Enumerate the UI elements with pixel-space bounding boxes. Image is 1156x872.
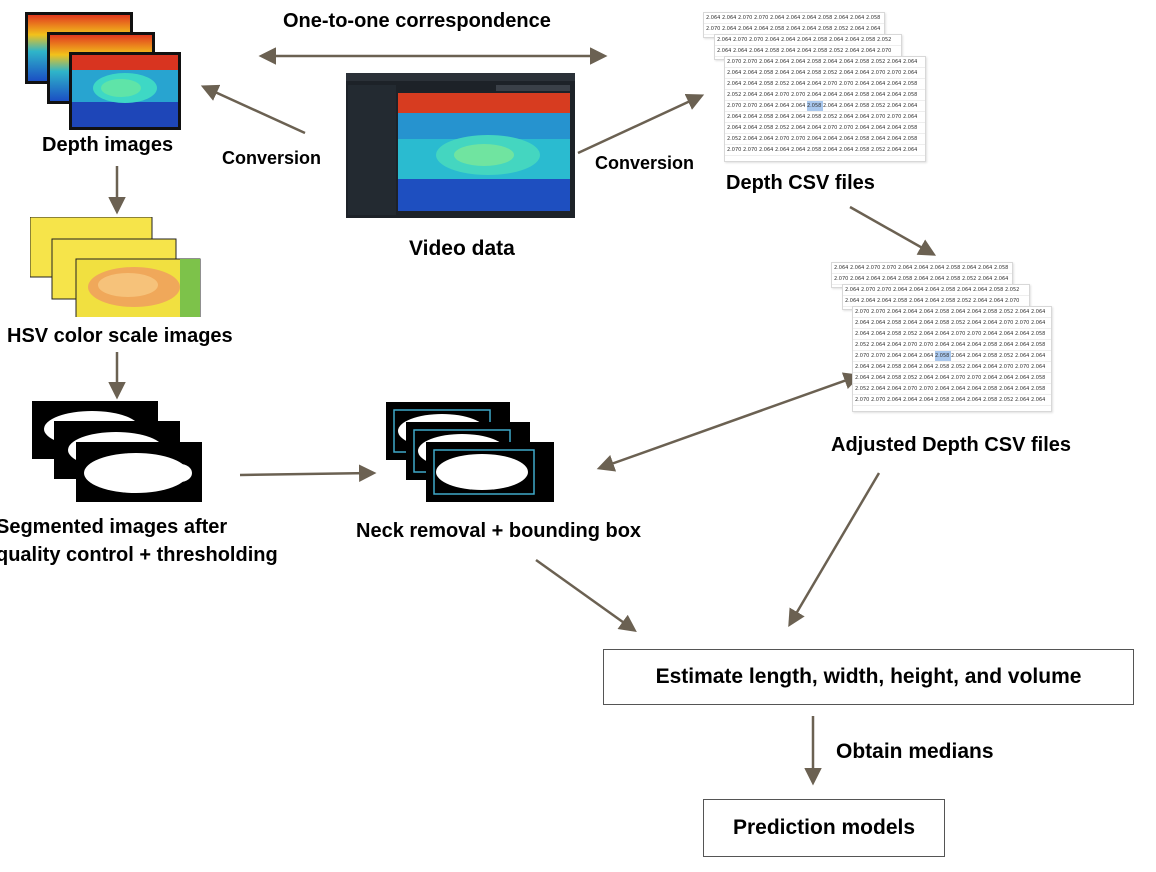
prediction-label: Prediction models [732, 816, 916, 839]
neck-to-estimate-arrow [535, 558, 637, 633]
adjusted-to-estimate-arrow [788, 472, 881, 628]
segmented-to-neck-arrow [239, 464, 377, 482]
hsv-label: HSV color scale images [7, 325, 233, 347]
depth-images-stack [25, 12, 181, 130]
correspondence-label: One-to-one correspondence [283, 10, 551, 32]
conversion-right-label: Conversion [595, 153, 695, 173]
prediction-models-box: Prediction models [703, 799, 945, 857]
bounding-box-images-stack [386, 402, 554, 502]
neck-removal-label: Neck removal + bounding box [356, 520, 642, 542]
segmented-label-line2: quality control + thresholding [0, 544, 278, 566]
video-data-label: Video data [409, 237, 515, 260]
conversion-left-arrow [200, 84, 306, 135]
estimate-box: Estimate length, width, height, and volu… [603, 649, 1134, 705]
conversion-right-arrow [577, 93, 705, 155]
segmented-label-line1: Segmented images after [0, 516, 228, 538]
depth-csv-label: Depth CSV files [726, 172, 875, 194]
estimate-label: Estimate length, width, height, and volu… [655, 665, 1082, 688]
hsv-images-stack [30, 217, 201, 317]
obtain-medians-label: Obtain medians [836, 740, 994, 763]
video-data-thumbnail [346, 73, 575, 218]
csv-to-adjusted-arrow [849, 205, 937, 256]
adjusted-csv-label: Adjusted Depth CSV files [831, 434, 1072, 456]
depth-images-label: Depth images [42, 134, 174, 156]
segmented-images-stack [32, 401, 202, 502]
conversion-left-label: Conversion [222, 148, 322, 168]
neck-adjusted-double-arrow [596, 372, 862, 472]
